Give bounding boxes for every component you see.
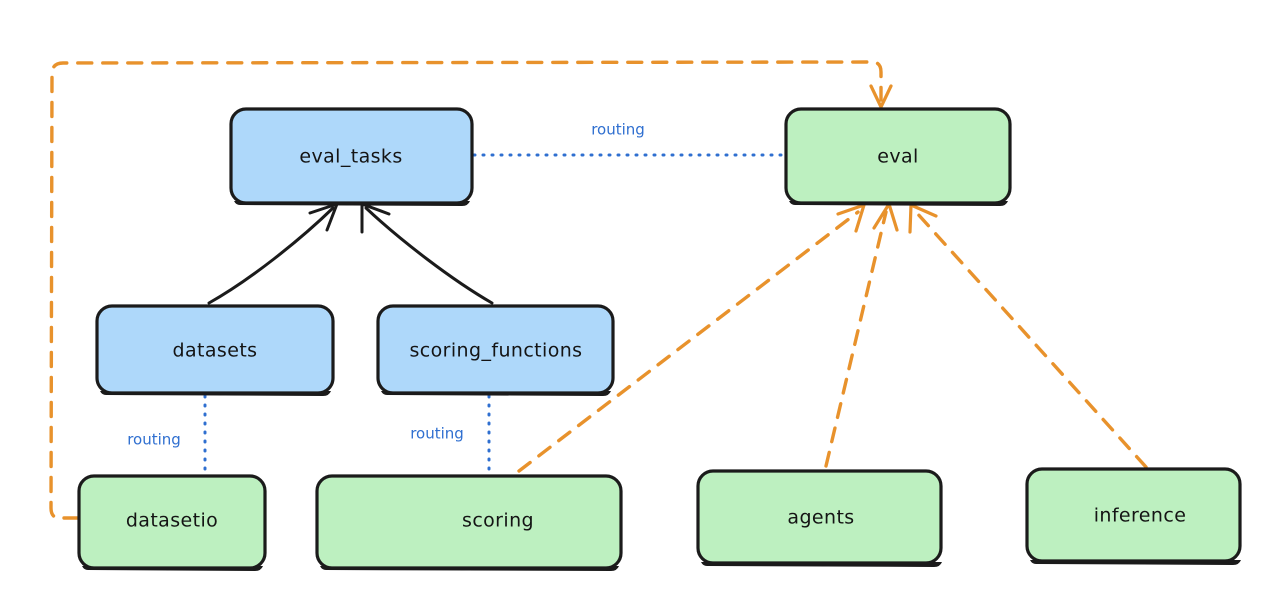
node-eval[interactable]: eval — [784, 107, 1012, 206]
edge-datasetio-to-eval-arrowhead — [869, 84, 893, 109]
node-agents-label: agents — [787, 507, 854, 529]
node-eval-tasks-box[interactable] — [229, 107, 474, 205]
node-eval-tasks[interactable]: eval_tasks — [229, 107, 474, 206]
node-eval-tasks-label: eval_tasks — [299, 146, 402, 168]
edge-scoring-to-eval-arrowhead — [836, 203, 866, 233]
edge-inference-to-eval-line — [914, 210, 1148, 469]
edge-label-routing-datasets: routing — [127, 431, 181, 449]
node-datasetio-box[interactable] — [77, 474, 267, 570]
node-datasetio[interactable]: datasetio — [77, 474, 267, 571]
edge-label-routing-scoring-functions: routing — [410, 425, 464, 443]
node-scoring-functions-label: scoring_functions — [410, 340, 583, 362]
node-eval-box[interactable] — [784, 107, 1012, 205]
edge-inference-to-eval — [908, 203, 1148, 469]
node-inference-label: inference — [1094, 505, 1187, 527]
node-agents-box[interactable] — [696, 469, 943, 565]
edge-datasetio-to-eval — [49, 60, 893, 520]
edge-datasetio-to-eval-line — [49, 60, 883, 520]
node-agents[interactable]: agents — [696, 469, 943, 567]
edge-scoring-functions-to-eval-tasks-line — [364, 206, 494, 305]
node-scoring-functions-box[interactable] — [376, 304, 615, 395]
edge-scoring-functions-to-scoring: routing — [410, 394, 491, 475]
edge-datasets-to-eval-tasks — [207, 202, 339, 305]
edge-label-routing-eval-tasks: routing — [591, 121, 645, 139]
node-scoring-box[interactable] — [315, 474, 623, 570]
node-inference-box[interactable] — [1025, 467, 1242, 563]
node-eval-label: eval — [877, 146, 918, 168]
edge-datasets-to-eval-tasks-line — [207, 206, 335, 305]
node-datasets-label: datasets — [173, 340, 258, 362]
node-datasets-box[interactable] — [95, 304, 335, 395]
node-inference[interactable]: inference — [1025, 467, 1242, 565]
node-scoring-label: scoring — [462, 510, 534, 532]
node-datasetio-label: datasetio — [126, 510, 218, 532]
edge-agents-to-eval-line — [824, 210, 888, 468]
node-scoring-functions[interactable]: scoring_functions — [376, 304, 615, 396]
edge-datasets-to-datasetio: routing — [127, 394, 207, 475]
node-scoring[interactable]: scoring — [315, 474, 623, 571]
node-datasets[interactable]: datasets — [95, 304, 335, 396]
edge-eval-tasks-to-eval: routing — [472, 121, 785, 157]
edge-scoring-to-eval-line — [517, 210, 860, 473]
edge-scoring-functions-to-eval-tasks — [360, 202, 494, 305]
edge-agents-to-eval — [824, 202, 899, 468]
